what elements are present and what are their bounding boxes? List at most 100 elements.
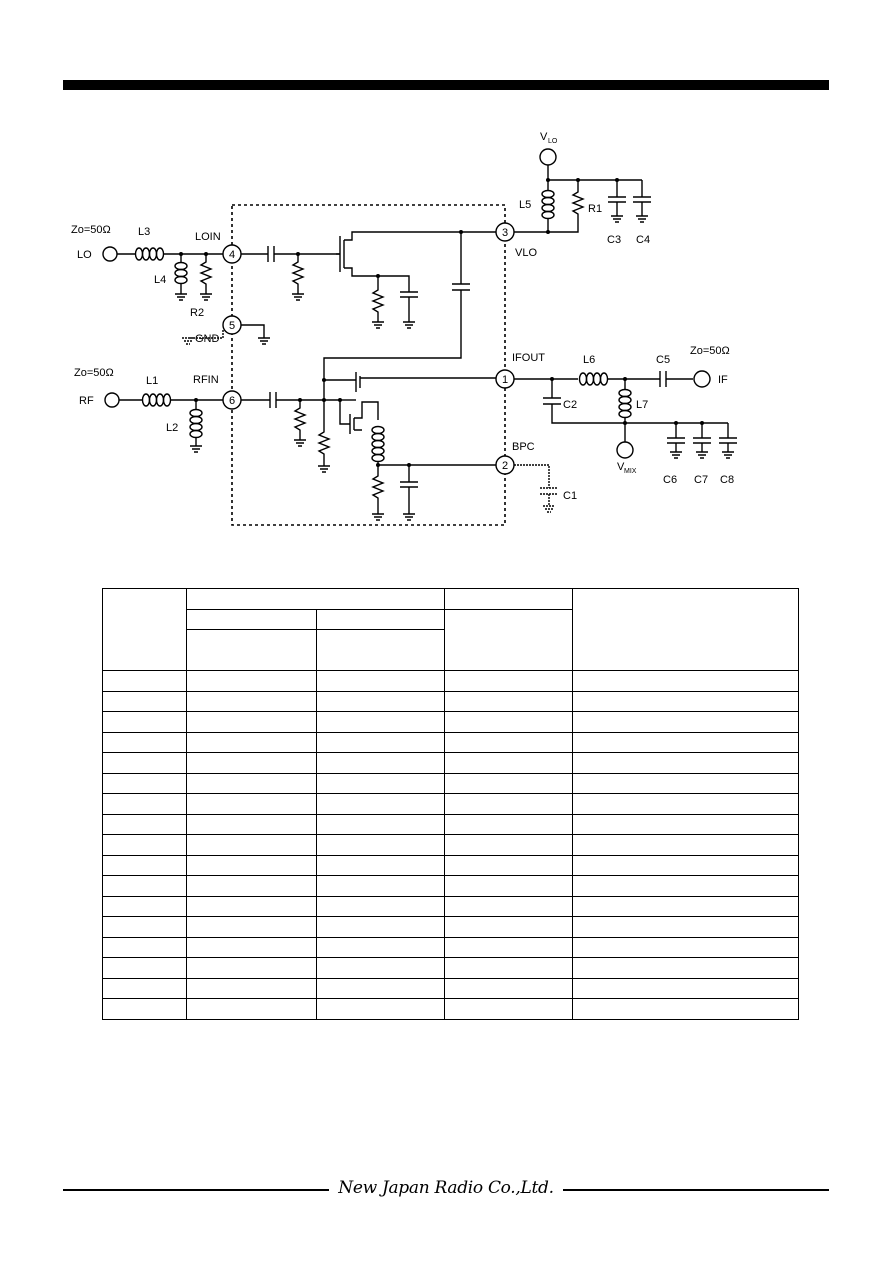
table-cell — [444, 957, 573, 979]
table-cell — [572, 772, 799, 794]
l6-inductor — [578, 372, 609, 386]
table-row — [102, 772, 799, 794]
l5-inductor — [541, 189, 555, 220]
table-cell — [102, 690, 187, 712]
svg-text:4: 4 — [229, 249, 235, 261]
table-cell — [316, 731, 445, 753]
table-row — [102, 875, 799, 897]
l3-inductor — [134, 247, 165, 261]
r2-label: R2 — [190, 307, 204, 319]
table-row — [102, 916, 799, 938]
vlo-terminal: V LO — [539, 131, 558, 166]
table-cell — [102, 936, 187, 958]
l3-label: L3 — [138, 226, 150, 238]
footer-rule-right — [563, 1189, 829, 1191]
table-cell — [572, 936, 799, 958]
table-cell — [102, 772, 187, 794]
pin-2: 2 — [495, 455, 515, 475]
table-cell — [572, 998, 799, 1020]
l2-inductor — [189, 408, 203, 439]
table-row — [102, 752, 799, 774]
table-row — [102, 813, 799, 835]
table-cell — [572, 711, 799, 733]
company-logo-text: New Japan Radio Co.,Ltd. — [338, 1178, 554, 1198]
table-cell — [186, 977, 317, 999]
svg-text:2: 2 — [502, 460, 508, 472]
table-cell — [186, 670, 317, 692]
table-row — [102, 793, 799, 815]
table-cell — [186, 608, 317, 630]
table-row — [102, 998, 799, 1020]
table-cell — [102, 957, 187, 979]
table-cell — [316, 957, 445, 979]
c3-label: C3 — [607, 234, 621, 246]
c4-label: C4 — [636, 234, 650, 246]
parts-table — [102, 588, 799, 1020]
table-cell — [102, 916, 187, 938]
table-cell — [316, 793, 445, 815]
table-cell — [186, 690, 317, 712]
c5-label: C5 — [656, 354, 670, 366]
table-cell — [186, 711, 317, 733]
r1-label: R1 — [588, 203, 602, 215]
table-cell — [444, 608, 573, 671]
pin-5: 5 — [222, 315, 242, 335]
table-cell — [102, 711, 187, 733]
pin-4: 4 — [222, 244, 242, 264]
footer-rule-left — [63, 1189, 329, 1191]
table-cell — [186, 895, 317, 917]
l5-label: L5 — [519, 199, 531, 211]
table-cell — [572, 690, 799, 712]
table-cell — [316, 772, 445, 794]
c2-label: C2 — [563, 399, 577, 411]
table-row — [102, 711, 799, 733]
internal-inductor — [371, 425, 385, 463]
table-header-row — [103, 608, 799, 671]
table-cell — [444, 834, 573, 856]
table-cell — [186, 854, 317, 876]
l6-label: L6 — [583, 354, 595, 366]
table-cell — [572, 834, 799, 856]
table-cell — [316, 854, 445, 876]
table-cell — [102, 731, 187, 753]
table-cell — [102, 588, 187, 671]
loin-label: LOIN — [195, 231, 221, 243]
table-cell — [444, 875, 573, 897]
table-cell — [444, 895, 573, 917]
table-cell — [102, 793, 187, 815]
table-cell — [444, 998, 573, 1020]
l7-label: L7 — [636, 399, 648, 411]
if-terminal — [693, 370, 711, 388]
c7-label: C7 — [694, 474, 708, 486]
table-header-row — [102, 588, 799, 671]
table-cell — [444, 670, 573, 692]
table-row — [102, 977, 799, 999]
table-cell — [186, 752, 317, 774]
table-cell — [572, 916, 799, 938]
table-cell — [102, 895, 187, 917]
table-cell — [316, 936, 445, 958]
table-row — [102, 957, 799, 979]
gnd-label: GND — [195, 333, 220, 345]
table-cell — [572, 875, 799, 897]
table-cell — [186, 875, 317, 897]
c1-label: C1 — [563, 490, 577, 502]
table-cell — [316, 895, 445, 917]
table-row — [102, 854, 799, 876]
zo-lo-label: Zo=50Ω — [71, 224, 111, 236]
table-row — [102, 895, 799, 917]
table-cell — [102, 834, 187, 856]
c8-label: C8 — [720, 474, 734, 486]
c6-label: C6 — [663, 474, 677, 486]
l4-label: L4 — [154, 274, 166, 286]
table-cell — [186, 813, 317, 835]
l2-label: L2 — [166, 422, 178, 434]
table-cell — [186, 629, 317, 671]
table-cell — [316, 916, 445, 938]
table-cell — [186, 936, 317, 958]
table-row — [102, 670, 799, 692]
table-cell — [444, 588, 573, 610]
table-cell — [102, 752, 187, 774]
table-cell — [444, 793, 573, 815]
table-row — [102, 690, 799, 712]
